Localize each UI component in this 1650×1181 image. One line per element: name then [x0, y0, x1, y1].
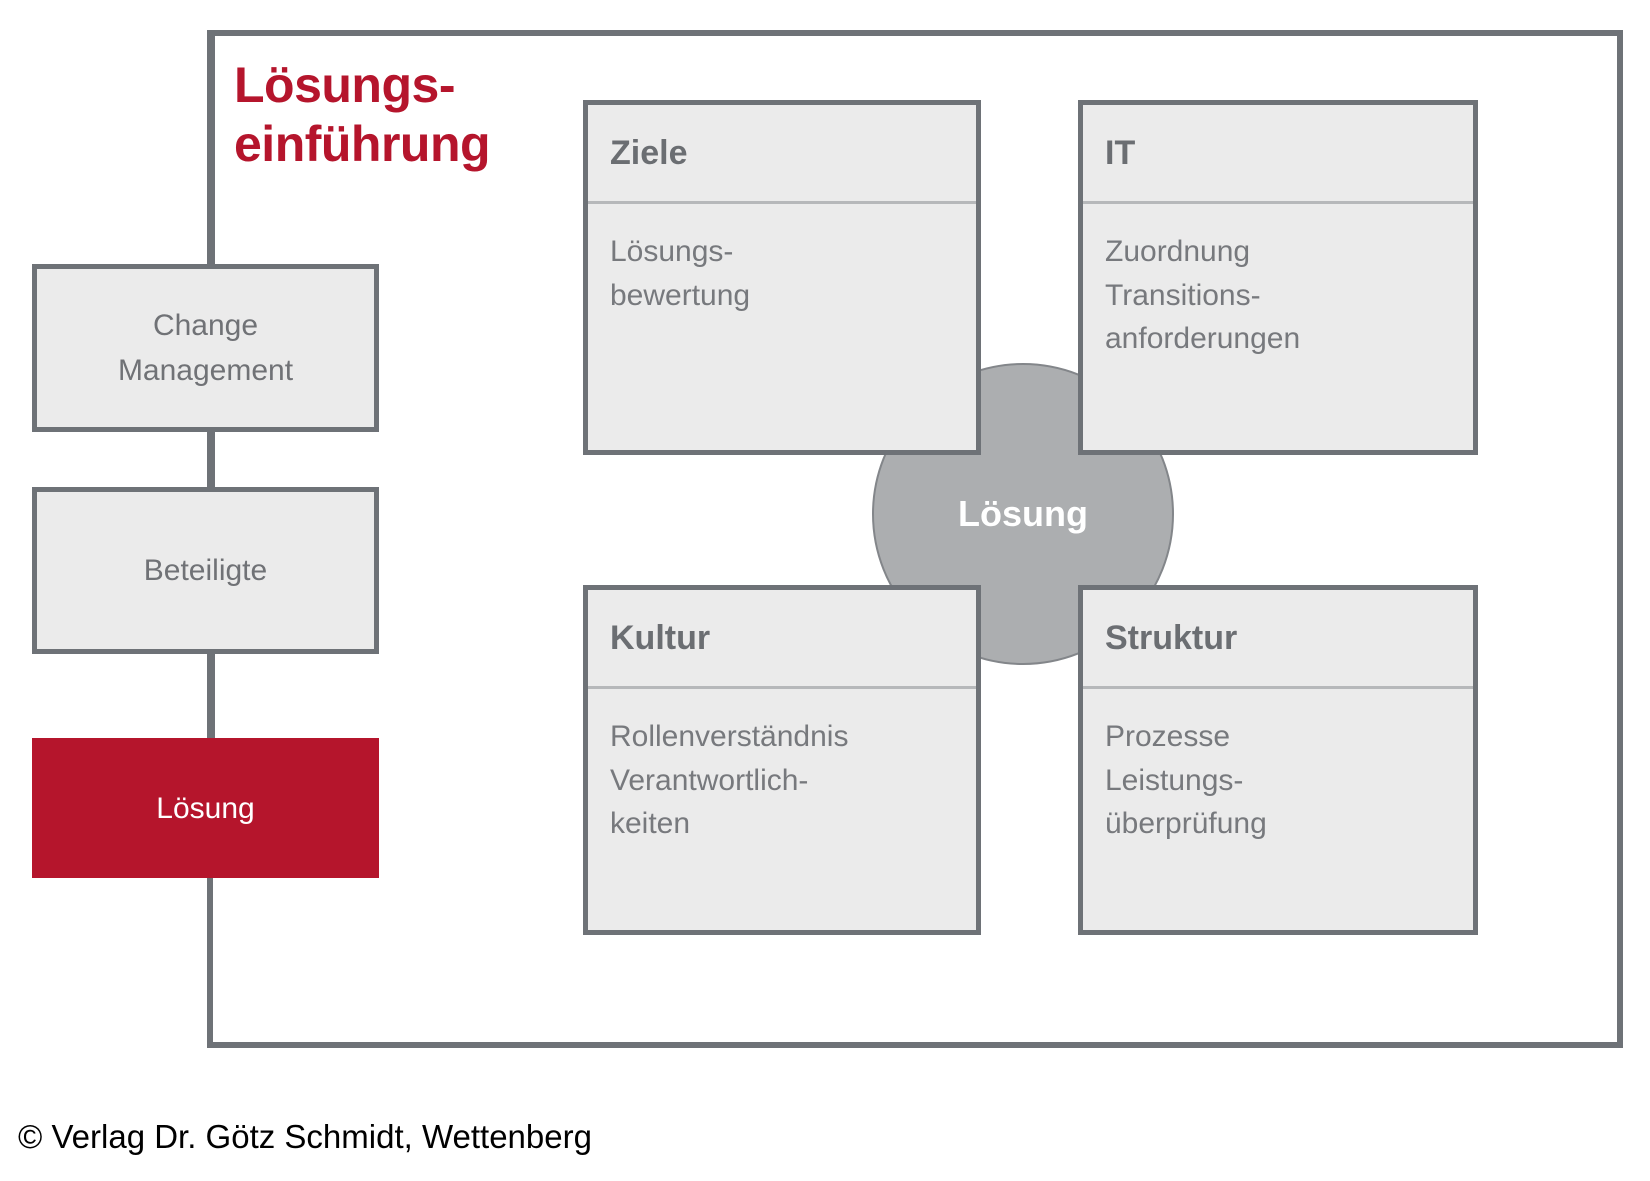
- card-it-header: IT: [1083, 105, 1473, 204]
- card-struktur[interactable]: Struktur Prozesse Leistungs- überprüfung: [1078, 585, 1478, 935]
- connector-line-middle: [208, 428, 215, 492]
- card-it-body: Zuordnung Transitions- anforderungen: [1105, 235, 1301, 355]
- connector-line-bottom: [208, 652, 215, 744]
- card-it[interactable]: IT Zuordnung Transitions- anforderungen: [1078, 100, 1478, 455]
- card-kultur-body: Rollenverständnis Verantwortlich- keiten: [610, 720, 849, 840]
- chain-box-loesung-highlighted[interactable]: Lösung: [32, 738, 379, 878]
- page-title: Lösungs- einführung: [234, 57, 491, 172]
- chain-box-change-management[interactable]: Change Management: [32, 264, 379, 432]
- card-struktur-header: Struktur: [1083, 590, 1473, 689]
- card-ziele[interactable]: Ziele Lösungs- bewertung: [583, 100, 981, 455]
- connector-line-top: [208, 36, 215, 268]
- copyright-footer: © Verlag Dr. Götz Schmidt, Wettenberg: [18, 1118, 592, 1155]
- card-struktur-body: Prozesse Leistungs- überprüfung: [1105, 720, 1267, 840]
- chain-box-beteiligte[interactable]: Beteiligte: [32, 487, 379, 654]
- card-kultur[interactable]: Kultur Rollenverständnis Verantwortlich-…: [583, 585, 981, 935]
- card-kultur-header: Kultur: [588, 590, 976, 689]
- card-ziele-body: Lösungs- bewertung: [610, 235, 751, 312]
- card-ziele-header: Ziele: [588, 105, 976, 204]
